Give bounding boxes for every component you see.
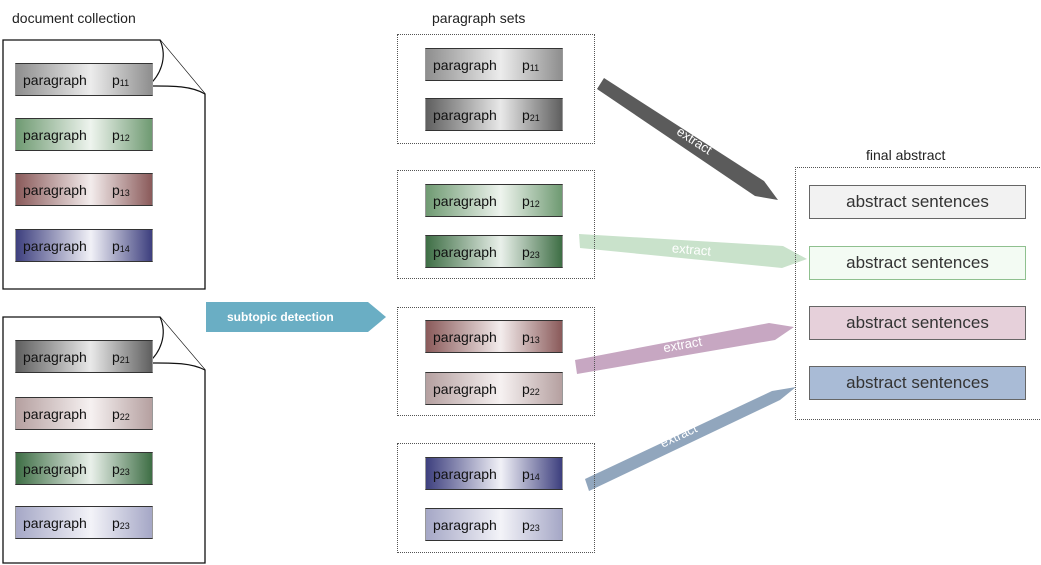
document-1-outline bbox=[2, 39, 206, 290]
final-abstract-box bbox=[795, 167, 1041, 420]
doc2-paragraph-p23-b: paragraph p23 bbox=[15, 506, 153, 539]
paragraph-index: 13 bbox=[119, 188, 130, 198]
set1-paragraph-p11: paragraph p11 bbox=[425, 48, 563, 81]
paragraph-index: 23 bbox=[529, 250, 540, 260]
paragraph-symbol: p bbox=[522, 244, 530, 260]
doc2-paragraph-p23: paragraph p23 bbox=[15, 452, 153, 485]
abstract-sentences-4: abstract sentences bbox=[809, 366, 1026, 400]
paragraph-index: 11 bbox=[119, 78, 130, 88]
paragraph-sets-heading: paragraph sets bbox=[432, 10, 526, 26]
set2-paragraph-p23: paragraph p23 bbox=[425, 235, 563, 268]
extract-arrow-2 bbox=[579, 234, 807, 268]
paragraph-symbol: p bbox=[112, 515, 120, 531]
doc2-paragraph-p22: paragraph p22 bbox=[15, 397, 153, 430]
paragraph-label: paragraph bbox=[433, 107, 497, 123]
paragraph-index: 22 bbox=[119, 412, 130, 422]
document-collection-heading: document collection bbox=[12, 10, 136, 26]
paragraph-label: paragraph bbox=[433, 193, 497, 209]
paragraph-symbol: p bbox=[522, 107, 530, 123]
doc1-paragraph-p13: paragraph p13 bbox=[15, 173, 153, 206]
doc2-paragraph-p21: paragraph p21 bbox=[15, 340, 153, 373]
paragraph-index: 12 bbox=[529, 199, 540, 209]
paragraph-index: 23 bbox=[119, 521, 130, 531]
abstract-sentences-3: abstract sentences bbox=[809, 306, 1026, 340]
paragraph-label: paragraph bbox=[23, 406, 87, 422]
set3-paragraph-p13: paragraph p13 bbox=[425, 320, 563, 353]
paragraph-label: paragraph bbox=[23, 72, 87, 88]
paragraph-symbol: p bbox=[522, 381, 530, 397]
set4-paragraph-p14: paragraph p14 bbox=[425, 457, 563, 490]
paragraph-label: paragraph bbox=[23, 515, 87, 531]
abstract-sentences-1: abstract sentences bbox=[809, 185, 1026, 219]
paragraph-set-2 bbox=[397, 170, 595, 279]
doc1-paragraph-p11: paragraph p11 bbox=[15, 63, 153, 96]
paragraph-label: paragraph bbox=[433, 244, 497, 260]
extract-arrow-1 bbox=[597, 78, 778, 200]
subtopic-detection-arrow bbox=[206, 302, 386, 332]
set2-paragraph-p12: paragraph p12 bbox=[425, 184, 563, 217]
paragraph-index: 13 bbox=[529, 335, 540, 345]
set4-paragraph-p23: paragraph p23 bbox=[425, 508, 563, 541]
paragraph-label: paragraph bbox=[23, 182, 87, 198]
paragraph-symbol: p bbox=[112, 238, 120, 254]
set3-paragraph-p22: paragraph p22 bbox=[425, 372, 563, 405]
extract-arrow-3 bbox=[575, 323, 794, 374]
paragraph-label: paragraph bbox=[433, 329, 497, 345]
paragraph-set-3 bbox=[397, 307, 595, 416]
doc1-paragraph-p12: paragraph p12 bbox=[15, 118, 153, 151]
extract-arrow-4 bbox=[585, 387, 796, 491]
paragraph-index: 11 bbox=[529, 63, 540, 73]
abstract-sentences-2: abstract sentences bbox=[809, 246, 1026, 280]
paragraph-symbol: p bbox=[522, 466, 530, 482]
paragraph-set-1 bbox=[397, 34, 595, 144]
paragraph-index: 23 bbox=[119, 467, 130, 477]
paragraph-symbol: p bbox=[112, 461, 120, 477]
doc1-paragraph-p14: paragraph p14 bbox=[15, 229, 153, 262]
paragraph-label: paragraph bbox=[433, 381, 497, 397]
set1-paragraph-p21: paragraph p21 bbox=[425, 98, 563, 131]
paragraph-index: 14 bbox=[119, 244, 130, 254]
paragraph-symbol: p bbox=[112, 182, 120, 198]
paragraph-index: 23 bbox=[529, 523, 540, 533]
paragraph-label: paragraph bbox=[23, 127, 87, 143]
paragraph-index: 22 bbox=[529, 387, 540, 397]
paragraph-index: 14 bbox=[529, 472, 540, 482]
paragraph-symbol: p bbox=[522, 329, 530, 345]
paragraph-label: paragraph bbox=[433, 517, 497, 533]
paragraph-symbol: p bbox=[522, 517, 530, 533]
paragraph-index: 21 bbox=[119, 355, 130, 365]
paragraph-symbol: p bbox=[112, 406, 120, 422]
paragraph-label: paragraph bbox=[433, 57, 497, 73]
paragraph-symbol: p bbox=[112, 127, 120, 143]
paragraph-label: paragraph bbox=[23, 349, 87, 365]
paragraph-symbol: p bbox=[522, 193, 530, 209]
paragraph-symbol: p bbox=[112, 72, 120, 88]
paragraph-symbol: p bbox=[522, 57, 530, 73]
paragraph-index: 21 bbox=[529, 113, 540, 123]
paragraph-label: paragraph bbox=[23, 461, 87, 477]
paragraph-index: 12 bbox=[119, 133, 130, 143]
final-abstract-heading: final abstract bbox=[866, 147, 946, 163]
paragraph-label: paragraph bbox=[433, 466, 497, 482]
paragraph-set-4 bbox=[397, 443, 595, 553]
paragraph-symbol: p bbox=[112, 349, 120, 365]
paragraph-label: paragraph bbox=[23, 238, 87, 254]
subtopic-detection-label: subtopic detection bbox=[227, 310, 334, 324]
